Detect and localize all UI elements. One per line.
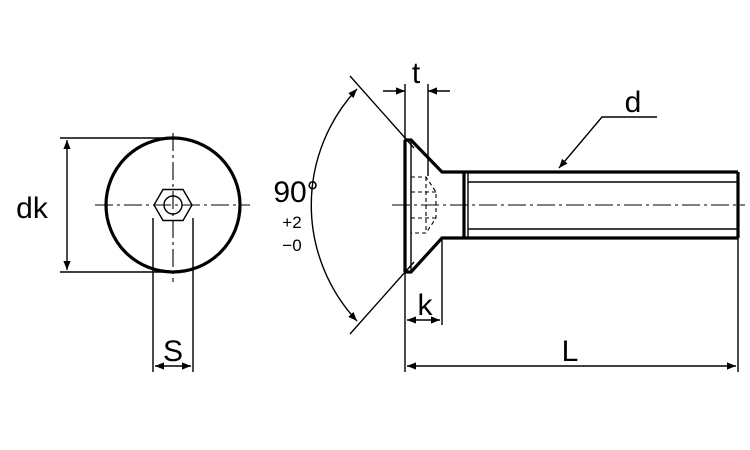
angle-tol-minus: −0	[282, 236, 301, 255]
k-label: k	[418, 289, 434, 322]
angle-extension-bottom	[349, 261, 415, 335]
head-taper-bottom	[405, 236, 464, 274]
angle-label: 90°	[273, 176, 318, 209]
l-label: L	[562, 335, 579, 368]
d-label: d	[625, 86, 642, 119]
d-leader	[558, 116, 657, 169]
socket-hidden	[411, 176, 437, 234]
s-label: S	[163, 335, 183, 368]
angle-extension-top	[349, 75, 415, 149]
side-view: t d k L 90° +2 −0	[273, 57, 745, 372]
dk-label: dk	[16, 192, 49, 225]
head-taper	[405, 138, 464, 174]
t-label: t	[412, 57, 421, 90]
angle-arc	[310, 88, 358, 322]
end-view: dk S	[16, 133, 250, 372]
angle-tol-plus: +2	[282, 213, 301, 232]
